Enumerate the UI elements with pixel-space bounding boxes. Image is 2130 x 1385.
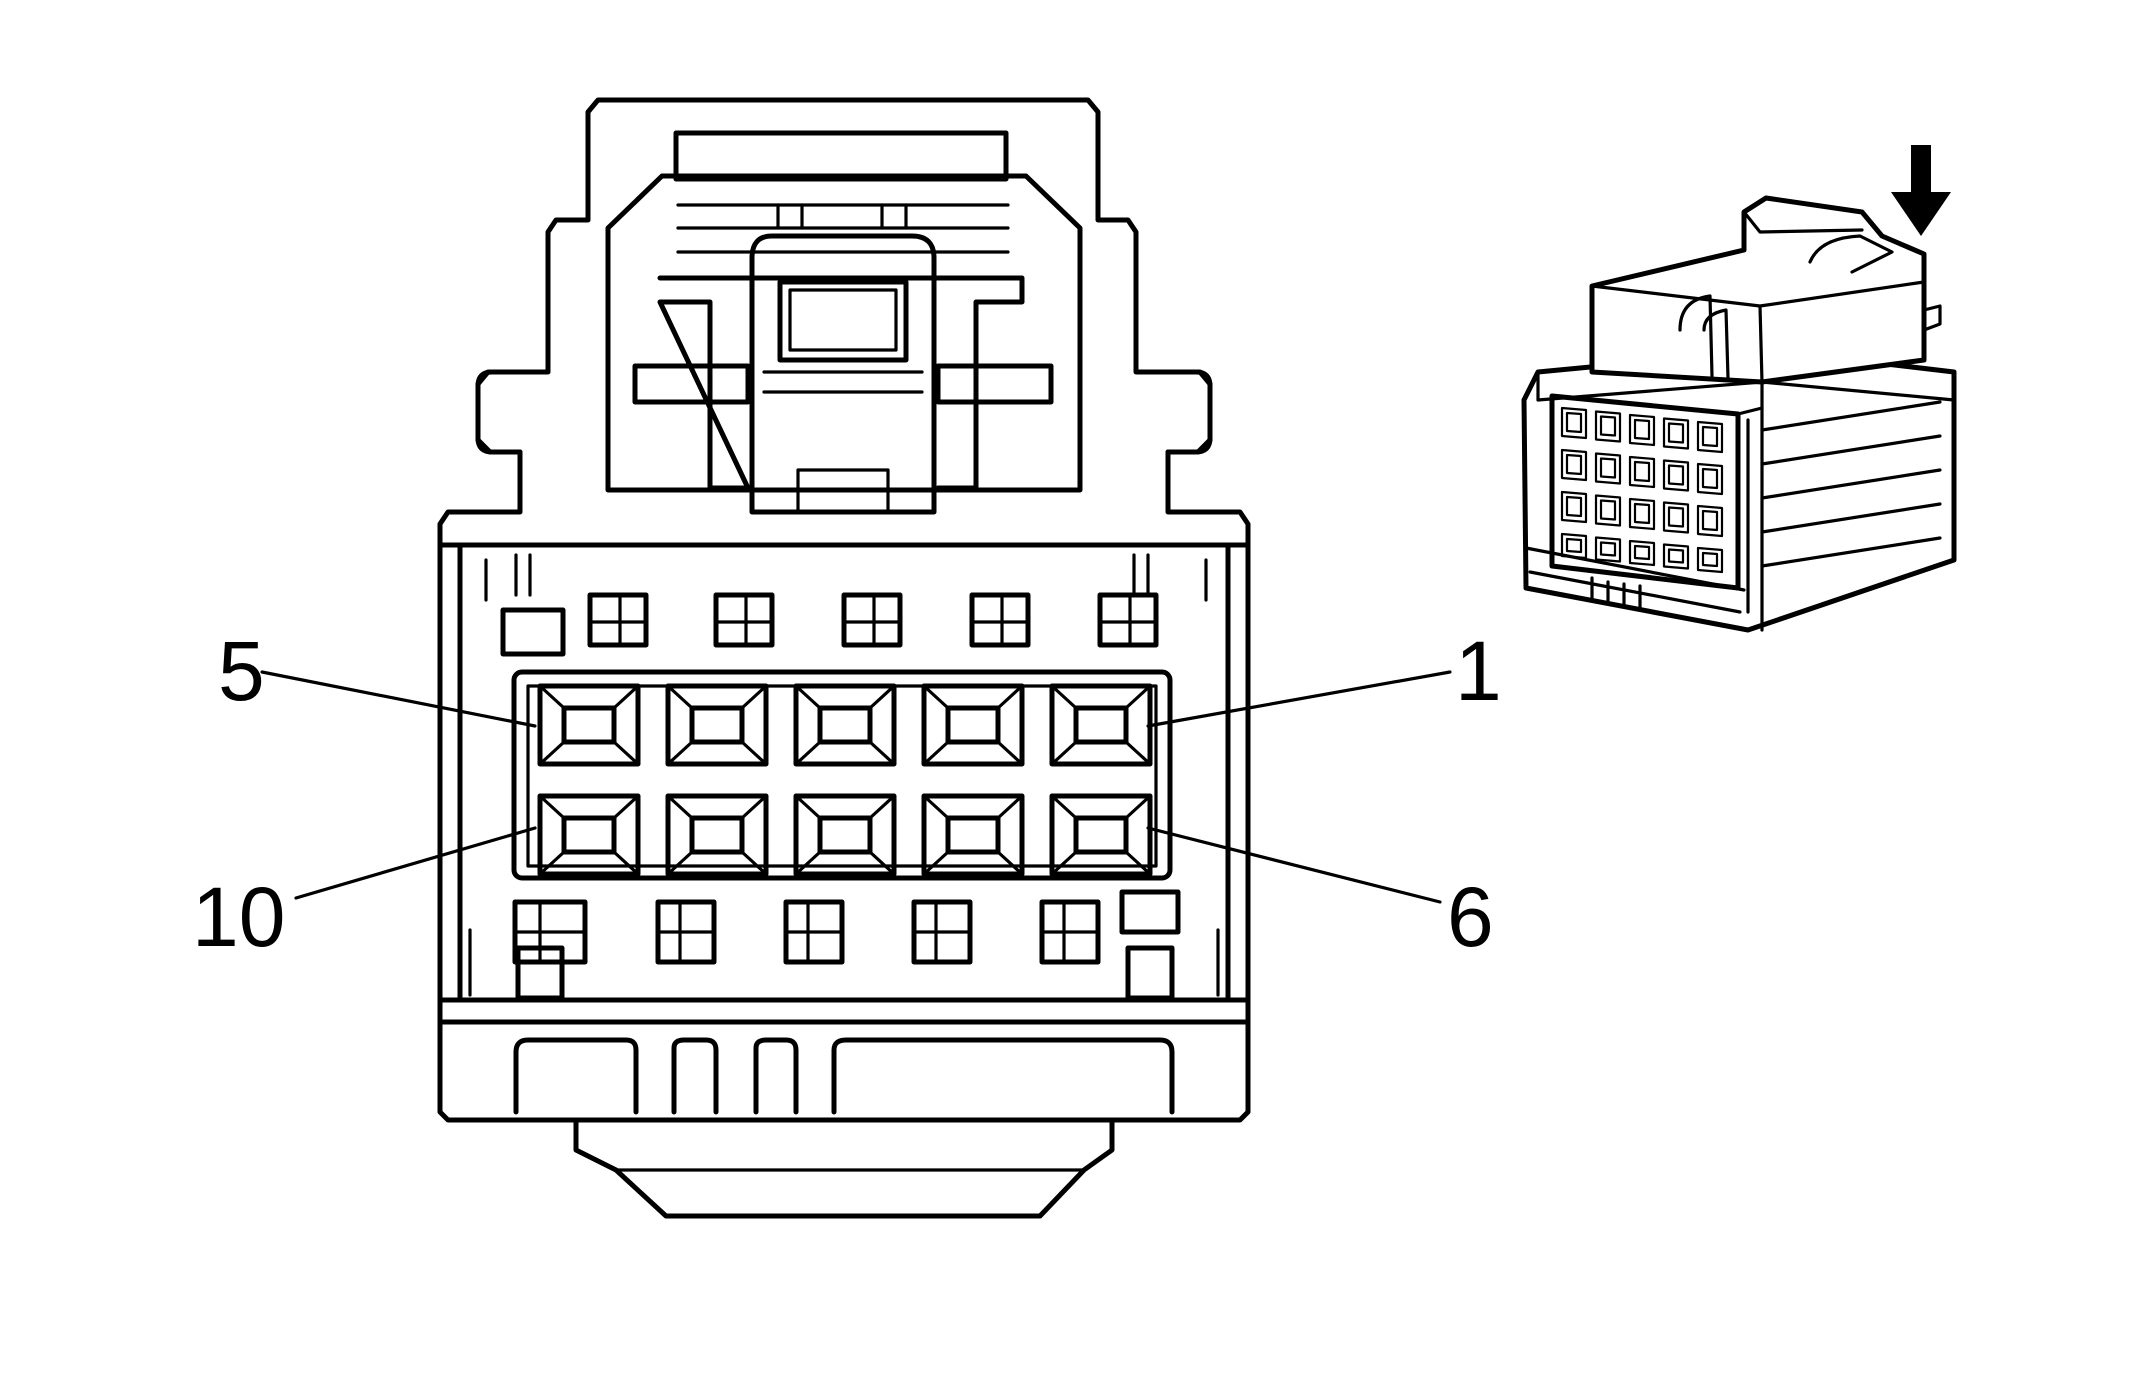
cavity [1049, 683, 1153, 767]
pin-label-6: 6 [1447, 870, 1494, 964]
cavity [921, 793, 1025, 877]
inset-cavity [1628, 413, 1656, 447]
cavity [537, 683, 641, 767]
inset-cavity [1628, 539, 1656, 567]
inset-cavity [1696, 504, 1724, 538]
cavity [921, 683, 1025, 767]
cavity-grid [537, 683, 1153, 877]
cavity [665, 683, 769, 767]
body-top-ledge [437, 542, 1251, 1003]
latch-window [777, 279, 909, 363]
cavity [1049, 793, 1153, 877]
cavity [793, 683, 897, 767]
bottom-skirt [513, 1037, 1175, 1115]
pin-label-1: 1 [1455, 624, 1502, 718]
inset-cavity [1662, 459, 1690, 492]
pin-label-5: 5 [218, 624, 265, 718]
down-arrow-icon [1891, 145, 1951, 236]
upper-keying-row [484, 553, 1208, 657]
cavity-block-outer [511, 669, 1173, 881]
housing-ear-left [475, 369, 523, 455]
latch-rails [676, 203, 1010, 254]
cavity [793, 793, 897, 877]
latch-center-column [749, 233, 937, 515]
inset-side-ribs [1760, 400, 1942, 568]
body-lower-shelf [437, 997, 1251, 1025]
inset-cavity [1594, 494, 1622, 527]
latch-cross-arm [657, 275, 1025, 491]
inset-cavity [1696, 462, 1724, 496]
cavity [665, 793, 769, 877]
cavity-block-inner [526, 684, 1158, 868]
inset-cavity [1628, 497, 1656, 531]
inset-corner [1736, 406, 1764, 614]
latch-top-bar [673, 130, 1009, 182]
inset-cavity-grid [1560, 406, 1724, 574]
inset-cavity [1594, 452, 1622, 485]
latch-column-lines [762, 370, 924, 514]
inset-latch-details [1590, 210, 1926, 384]
inset-top-edge [1536, 370, 1956, 632]
inset-cavity [1594, 410, 1622, 443]
inset-cavity [1560, 490, 1588, 524]
latch-side-tab-right [935, 363, 1054, 405]
inset-cavity [1594, 536, 1622, 563]
inset-cavity [1696, 546, 1724, 574]
latch-inner-frame [605, 173, 1083, 493]
inset-latch-tab [1922, 304, 1942, 332]
latch-window-inner [788, 288, 898, 352]
pin-labels: 5 1 10 6 [192, 624, 1502, 964]
latch-rail-stops [776, 203, 908, 230]
bottom-tongue [573, 1117, 1115, 1219]
pin-label-10: 10 [192, 870, 285, 964]
inset-cavity [1662, 543, 1690, 570]
connector-inset-view [1521, 145, 1957, 633]
inset-cavity [1696, 420, 1724, 454]
cavity [537, 793, 641, 877]
inset-cavity [1662, 417, 1690, 450]
inset-latch [1589, 195, 1927, 385]
inset-cavity [1628, 455, 1656, 489]
inset-bottom-lips [1524, 546, 1746, 614]
inset-cavity [1662, 501, 1690, 534]
lower-keying-row [468, 889, 1220, 1001]
housing-ear-right [1165, 369, 1213, 455]
inset-cavity [1560, 406, 1588, 440]
connector-face-view [260, 97, 1452, 1219]
leader-lines [260, 670, 1452, 904]
inset-cavity [1560, 448, 1588, 482]
latch-side-tab-left [632, 363, 751, 405]
latch-housing-outline [437, 97, 1251, 1123]
